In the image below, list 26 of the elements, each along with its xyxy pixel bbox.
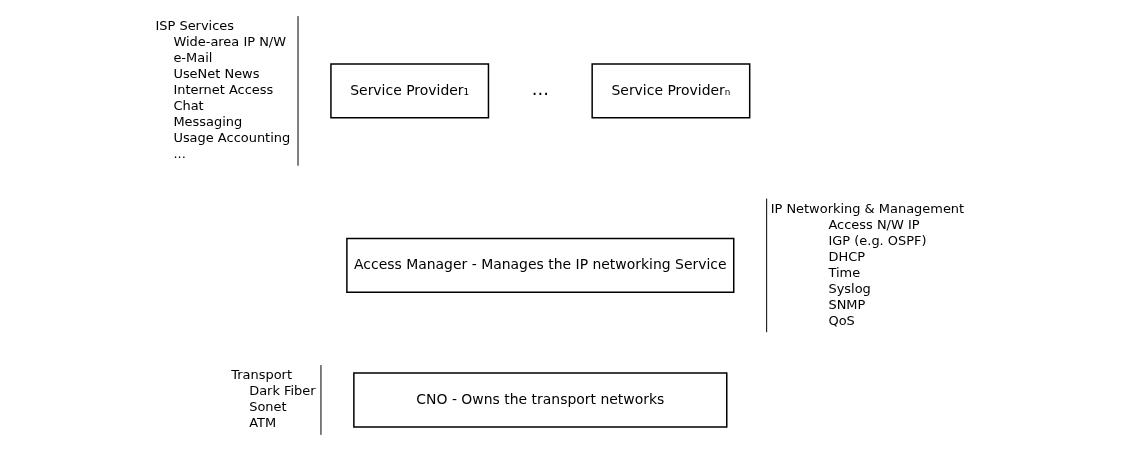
node-label: Time <box>827 264 860 280</box>
node-label: e-Mail <box>172 50 212 66</box>
node-label: UseNet News <box>172 66 259 82</box>
node-label: ... <box>172 146 186 162</box>
node-label: IGP (e.g. OSPF) <box>827 232 927 248</box>
node-box: Service Providerₙ <box>590 63 750 119</box>
node-label: IP Networking & Management <box>770 200 964 216</box>
node-label: QoS <box>827 312 855 328</box>
node-label: SNMP <box>827 296 865 312</box>
node-label: Wide-area IP N/W <box>172 34 286 50</box>
node-label: Messaging <box>172 114 242 130</box>
node-label: ATM <box>248 415 276 431</box>
node-label: Transport <box>230 367 292 383</box>
node-label: Sonet <box>248 399 287 415</box>
node-label: Internet Access <box>172 82 273 98</box>
node-label: DHCP <box>827 248 865 264</box>
node-label: Chat <box>172 98 204 114</box>
node-box: CNO - Owns the transport networks <box>352 372 727 428</box>
node-label: Dark Fiber <box>248 383 316 399</box>
node-label: Usage Accounting <box>172 130 290 146</box>
node-label: Access N/W IP <box>827 216 920 232</box>
node-label: ISP Services <box>154 18 234 34</box>
node-box: Access Manager - Manages the IP networking Service <box>345 237 734 294</box>
node-box: Service Provider₁ <box>329 63 489 119</box>
node-label: Syslog <box>827 280 871 296</box>
label: ... <box>531 78 549 100</box>
